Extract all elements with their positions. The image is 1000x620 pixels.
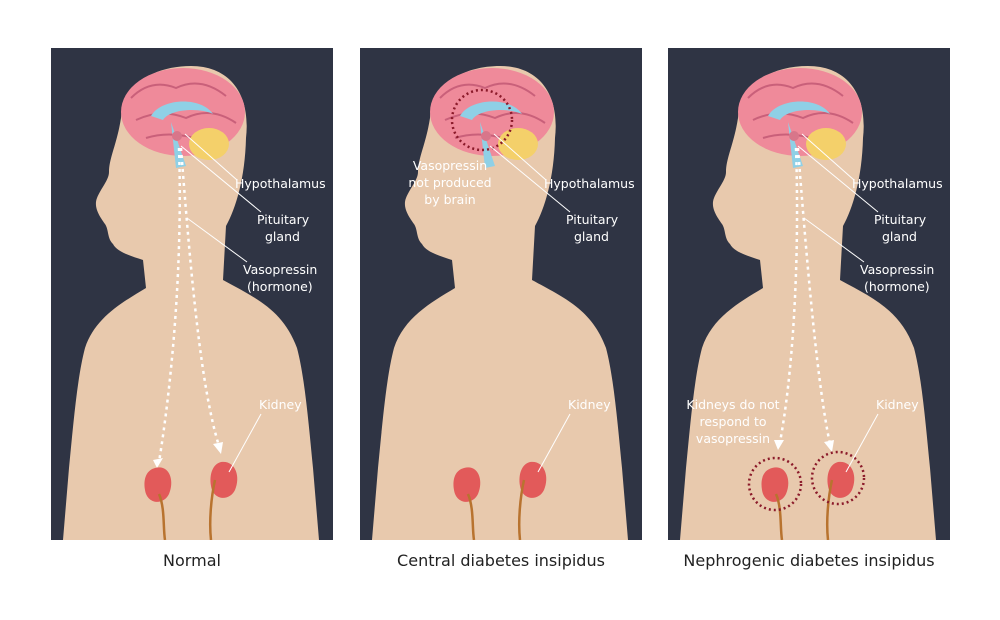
label-note-line1: Kidneys do not [686,397,779,412]
label-vasopressin-line1: Vasopressin [243,262,317,277]
kidney-right [519,461,547,498]
caption-nephrogenic: Nephrogenic diabetes insipidus [683,551,935,570]
body-silhouette [372,66,628,540]
kidney-right [827,461,855,498]
panel-normal: Hypothalamus Pituitary gland Vasopressin… [51,48,333,540]
label-vasopressin-line1: Vasopressin [860,262,934,277]
ventricle [460,101,522,168]
label-note-line1: Vasopressin [413,158,487,173]
hormone-path-right [179,147,221,447]
label-pituitary-line1: Pituitary [566,212,619,227]
label-kidney: Kidney [259,397,302,412]
label-hypothalamus: Hypothalamus [544,176,635,191]
label-vasopressin-line2: (hormone) [247,279,313,294]
body-silhouette [63,66,319,540]
kidney-left [144,467,172,502]
label-note-line3: by brain [424,192,475,207]
label-pituitary-line2: gland [882,229,917,244]
cerebellum [806,128,846,160]
label-kidney: Kidney [876,397,919,412]
label-pituitary-line2: gland [574,229,609,244]
normal-illustration: Hypothalamus Pituitary gland Vasopressin… [51,48,333,540]
label-note-line2: respond to [699,414,766,429]
label-kidney: Kidney [568,397,611,412]
kidney-left-highlight-circle [747,456,803,512]
nephrogenic-illustration: Hypothalamus Pituitary gland Vasopressin… [668,48,950,540]
label-hypothalamus: Hypothalamus [235,176,326,191]
hormone-path-left [778,147,799,443]
label-pituitary-line2: gland [265,229,300,244]
label-vasopressin-line2: (hormone) [864,279,930,294]
hypothalamus-highlight-circle [450,88,514,152]
cerebellum [189,128,229,160]
caption-central: Central diabetes insipidus [397,551,605,570]
label-note-line3: vasopressin [696,431,770,446]
hormone-path-right [796,147,832,445]
caption-normal: Normal [163,551,221,570]
kidney-left [761,467,789,502]
central-illustration: Hypothalamus Pituitary gland Vasopressin… [360,48,642,540]
panel-nephrogenic: Hypothalamus Pituitary gland Vasopressin… [668,48,950,540]
kidney-right [210,461,238,498]
ventricle [151,101,213,168]
panel-central: Hypothalamus Pituitary gland Vasopressin… [360,48,642,540]
label-pituitary-line1: Pituitary [257,212,310,227]
label-pituitary-line1: Pituitary [874,212,927,227]
label-note-line2: not produced [408,175,491,190]
kidney-right-highlight-circle [810,450,866,506]
ventricle [768,101,830,168]
body-silhouette [680,66,936,540]
label-hypothalamus: Hypothalamus [852,176,943,191]
kidney-left [453,467,481,502]
